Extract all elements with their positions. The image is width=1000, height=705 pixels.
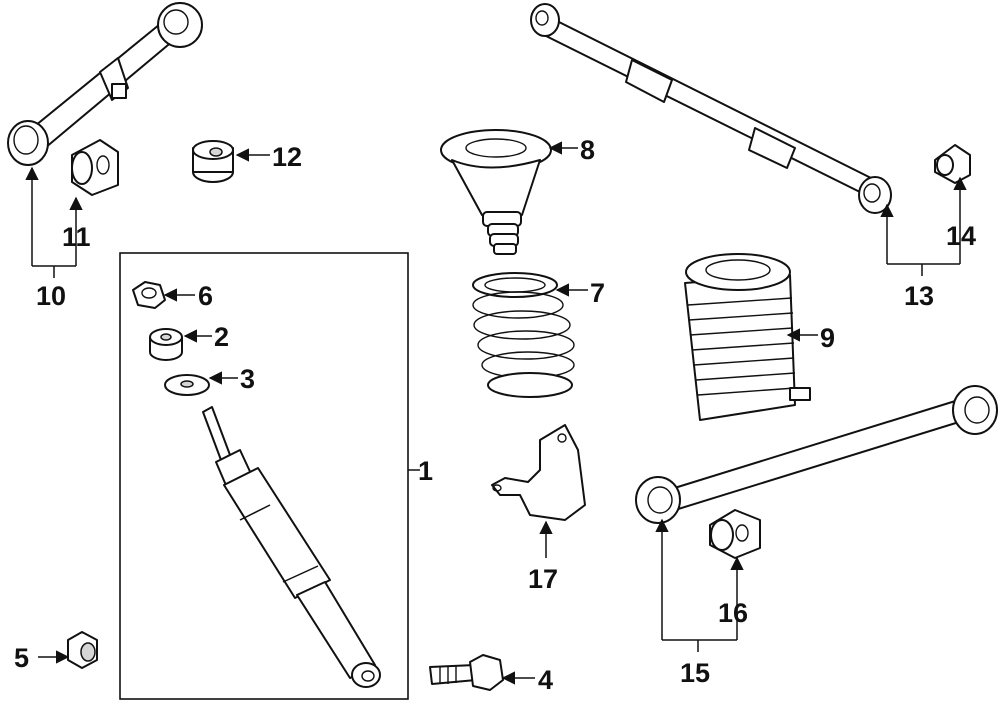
washer-3 [164,374,210,396]
bushing-14 [934,144,971,184]
callout-13: 13 [904,281,934,311]
callout-16: 16 [718,598,748,628]
bushing-11 [71,139,119,196]
control-arm-10 [7,2,203,166]
callout-6: 6 [198,281,213,311]
nut-5 [67,631,98,669]
air-spring-9 [684,253,811,421]
cushion-2 [149,328,183,361]
bump-stop-8 [440,129,552,255]
callout-2: 2 [214,322,229,352]
callout-15: 15 [680,658,710,688]
callout-4: 4 [538,665,553,695]
leader-lines [25,141,967,685]
cushion-12 [192,140,234,183]
nut-6 [132,281,166,309]
callout-9: 9 [820,323,835,353]
control-arm-15 [635,385,998,524]
bolt-4 [429,654,504,691]
coil-spring-7 [472,272,575,398]
bracket-17 [491,424,586,521]
callout-8: 8 [580,135,595,165]
callout-12: 12 [272,142,302,172]
callout-1: 1 [418,456,433,486]
callout-11: 11 [62,222,91,252]
callout-14: 14 [946,221,976,251]
callout-3: 3 [240,364,255,394]
callout-7: 7 [590,278,605,308]
callout-10: 10 [36,281,66,311]
lateral-rod-13 [530,3,892,214]
shock-assembly-frame [119,252,409,700]
callout-17: 17 [528,564,558,594]
bushing-16 [709,509,761,559]
shock-absorber [202,406,381,688]
callout-5: 5 [14,643,29,673]
